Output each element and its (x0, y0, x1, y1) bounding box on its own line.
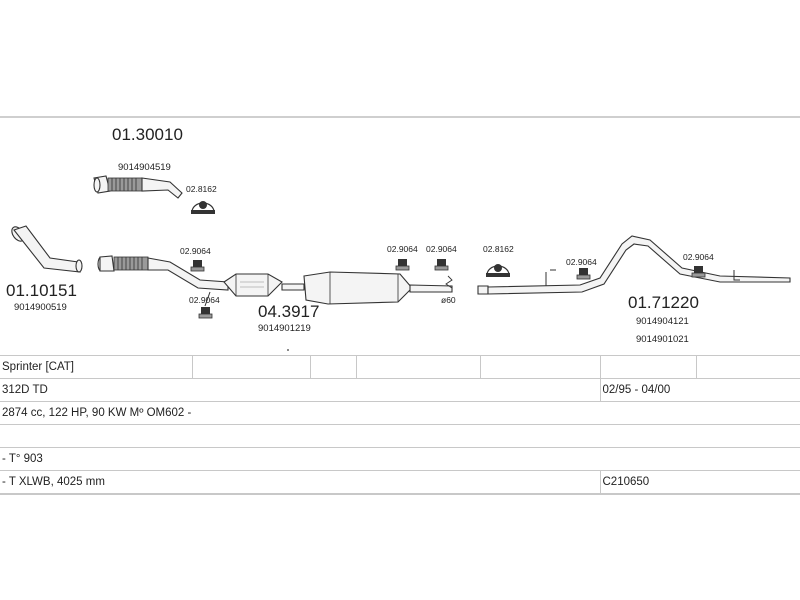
oe-number-middle-section: 9014901219 (258, 323, 311, 334)
part-number-front-pipe: 01.10151 (6, 281, 77, 300)
flex-pipe-top[interactable] (93, 175, 183, 199)
hanger-f[interactable] (691, 266, 706, 278)
reference-cell: C210650 (599, 470, 800, 495)
body-cell: - T XLWB, 4025 mm (0, 470, 600, 495)
catalytic-converter[interactable] (223, 273, 283, 297)
hanger-e[interactable] (576, 268, 591, 280)
table-row: 312D TD 02/95 - 04/00 (0, 378, 800, 402)
years-cell: 02/95 - 04/00 (599, 378, 800, 402)
type-cell: - T° 903 (0, 447, 800, 471)
table-row: - T XLWB, 4025 mm C210650 (0, 470, 800, 495)
hanger-b[interactable] (198, 291, 213, 319)
part-number-rear-section: 01.71220 (628, 293, 699, 312)
table-row: - T° 903 (0, 447, 800, 471)
oe-number-front-pipe: 9014900519 (14, 302, 67, 313)
empty-cell (0, 424, 800, 448)
table-row: Sprinter [CAT] (0, 355, 800, 379)
front-pipe[interactable] (9, 225, 83, 273)
pipe-end-mark (445, 275, 453, 289)
table-row (0, 424, 800, 448)
oe-number-top-group: 9014904519 (118, 162, 171, 173)
engine-cell: 312D TD (0, 378, 600, 402)
hanger-a[interactable] (190, 260, 205, 272)
vehicle-spec-table: Sprinter [CAT] 312D TD 02/95 - 04/00 287… (0, 355, 800, 495)
part-number-hanger-d: 02.9064 (426, 244, 457, 254)
hanger-c[interactable] (395, 259, 410, 271)
pipe-diameter-label: ø60 (441, 295, 456, 305)
clamp-top[interactable] (191, 201, 215, 214)
oe-number-rear-section-2: 9014901021 (636, 334, 689, 345)
part-number-hanger-f: 02.9064 (683, 252, 714, 262)
part-number-clamp-mid: 02.8162 (483, 244, 514, 254)
dot-mark (287, 349, 289, 351)
table-row: 2874 cc, 122 HP, 90 KW Mº OM602 - (0, 401, 800, 425)
flex-pipe-main[interactable] (97, 255, 229, 291)
model-cell: Sprinter [CAT] (0, 355, 192, 379)
rear-pipe[interactable] (477, 235, 791, 295)
part-number-hanger-a: 02.9064 (180, 246, 211, 256)
clamp-mid[interactable] (486, 264, 510, 277)
oe-number-rear-section-1: 9014904121 (636, 316, 689, 327)
spec-cell: 2874 cc, 122 HP, 90 KW Mº OM602 - (0, 401, 800, 425)
hanger-d[interactable] (434, 259, 449, 271)
exhaust-system-diagram: 01.30010 9014904519 02.8162 01.10151 901… (6, 125, 791, 351)
part-number-clamp-top: 02.8162 (186, 184, 217, 194)
part-number-top-group: 01.30010 (112, 125, 183, 144)
part-number-hanger-e: 02.9064 (566, 257, 597, 267)
part-number-middle-section: 04.3917 (258, 302, 319, 321)
part-number-hanger-b: 02.9064 (189, 295, 220, 305)
part-number-hanger-c: 02.9064 (387, 244, 418, 254)
exhaust-diagram-frame (0, 116, 800, 358)
middle-silencer[interactable] (281, 271, 453, 305)
